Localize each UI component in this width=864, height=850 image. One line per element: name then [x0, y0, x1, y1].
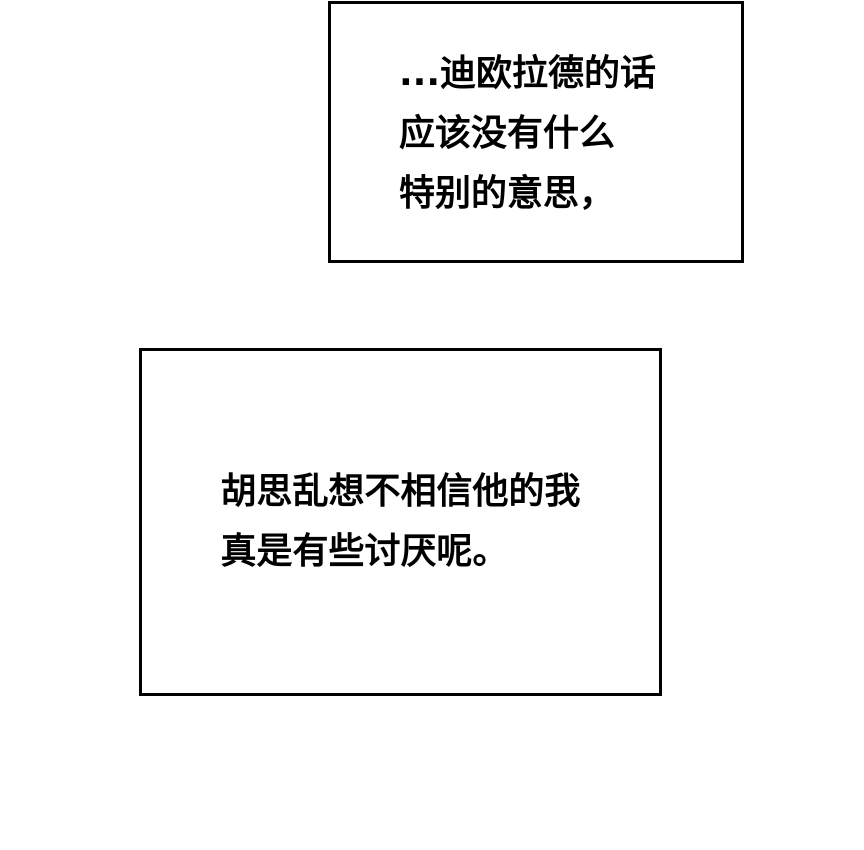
- caption-top-line-2: 应该没有什么: [399, 113, 616, 154]
- caption-bottom-text: 胡思乱想不相信他的我 真是有些讨厌呢。: [220, 462, 580, 582]
- caption-box-bottom: 胡思乱想不相信他的我 真是有些讨厌呢。: [139, 348, 662, 696]
- caption-top-line-1: ...迪欧拉德的话: [399, 53, 657, 94]
- caption-top-line-3: 特别的意思，: [399, 173, 616, 214]
- caption-bottom-line-1: 胡思乱想不相信他的我: [220, 471, 581, 512]
- caption-box-top: ...迪欧拉德的话 应该没有什么 特别的意思，: [328, 1, 744, 263]
- caption-bottom-line-2: 真是有些讨厌呢。: [220, 531, 509, 572]
